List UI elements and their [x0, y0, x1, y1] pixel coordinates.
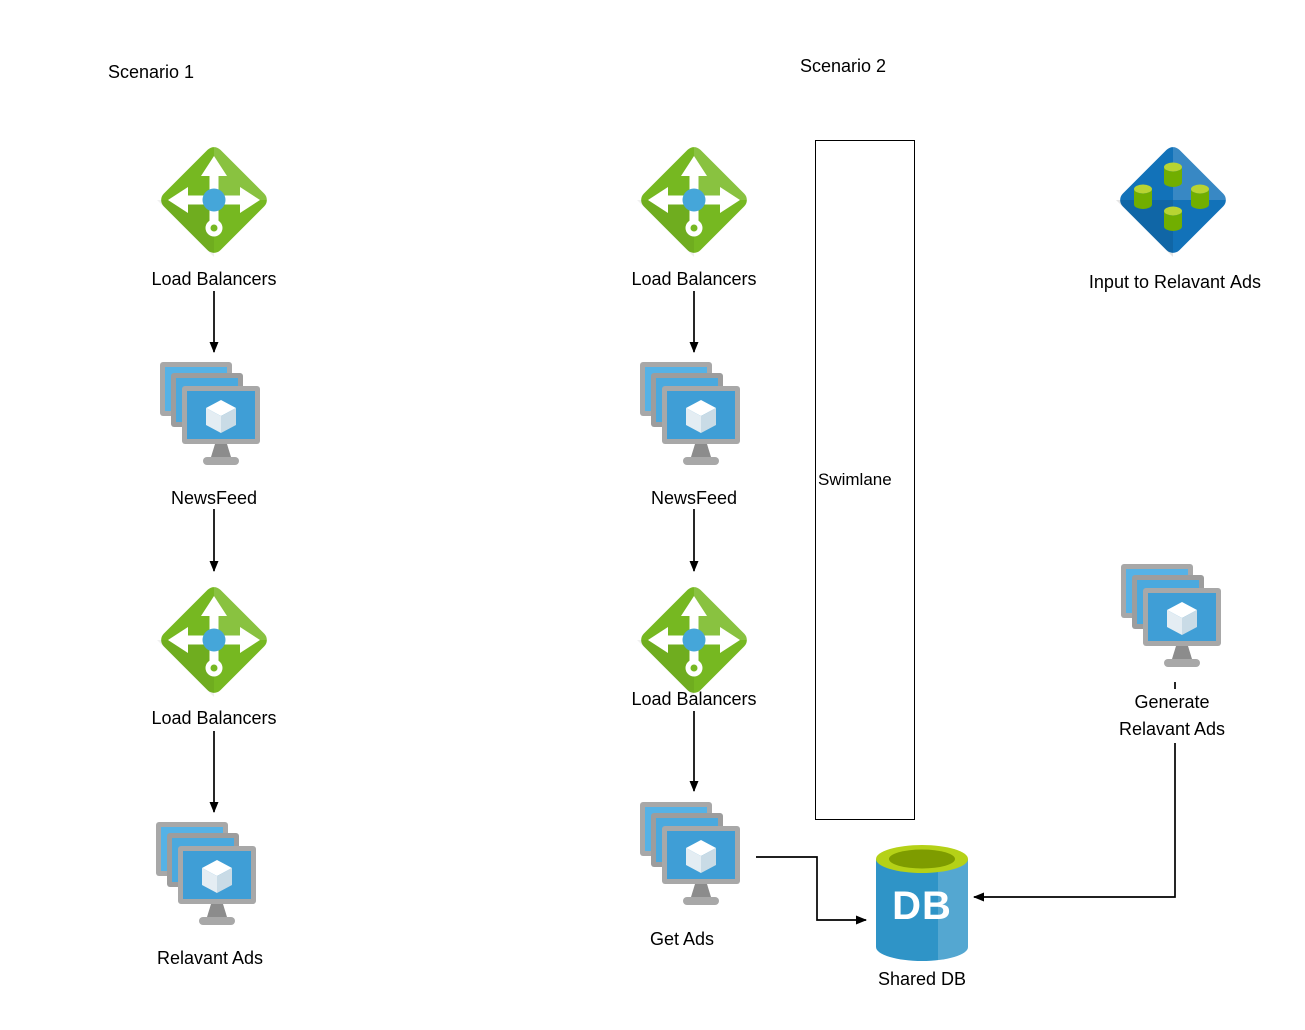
s1-newsfeed-icon — [152, 358, 276, 476]
input-to-relavant-ads-label-line1: Input to Relavant — [1088, 272, 1226, 292]
s2-load-balancer-top-icon — [634, 140, 754, 260]
s2-load-balancers-top-label: Load Balancers — [631, 269, 757, 289]
scenario1-title: Scenario 1 — [108, 62, 195, 82]
shared-db-icon: DB — [874, 842, 970, 964]
input-to-relavant-ads-label: Input to Relavant Ads — [1085, 269, 1265, 296]
s1-relavant-ads-label: Relavant Ads — [156, 948, 264, 968]
s1-newsfeed-label: NewsFeed — [170, 488, 258, 508]
s1-load-balancer-top-icon — [154, 140, 274, 260]
shared-db-label: Shared DB — [877, 969, 967, 989]
edge-get-ads-to-shared-db — [756, 856, 867, 925]
generate-relavant-ads-label: Generate Relavant Ads — [1082, 689, 1262, 743]
s2-get-ads-icon — [632, 798, 756, 916]
shared-db-icon-text: DB — [892, 884, 952, 928]
swimlane-label: Swimlane — [818, 470, 892, 489]
input-to-relavant-ads-icon — [1113, 140, 1233, 260]
s1-load-balancer-bottom-icon — [154, 580, 274, 700]
s1-relavant-ads-icon — [148, 818, 272, 936]
generate-relavant-ads-label-line2: Relavant Ads — [1115, 716, 1229, 743]
swimlane: Swimlane — [815, 140, 915, 820]
generate-relavant-ads-icon — [1113, 560, 1237, 678]
s2-get-ads-label: Get Ads — [649, 929, 715, 949]
scenario2-title: Scenario 2 — [800, 56, 887, 76]
s2-load-balancer-bottom-icon — [634, 580, 754, 700]
edge-generate-ads-to-shared-db — [973, 682, 1176, 902]
input-to-relavant-ads-label-line2: Ads — [1230, 272, 1262, 292]
s2-newsfeed-label: NewsFeed — [650, 488, 738, 508]
s1-load-balancers-bottom-label: Load Balancers — [151, 708, 277, 728]
s1-load-balancers-top-label: Load Balancers — [151, 269, 277, 289]
s2-newsfeed-icon — [632, 358, 756, 476]
s2-load-balancers-bottom-label: Load Balancers — [631, 689, 757, 709]
generate-relavant-ads-label-line1: Generate — [1131, 689, 1213, 716]
